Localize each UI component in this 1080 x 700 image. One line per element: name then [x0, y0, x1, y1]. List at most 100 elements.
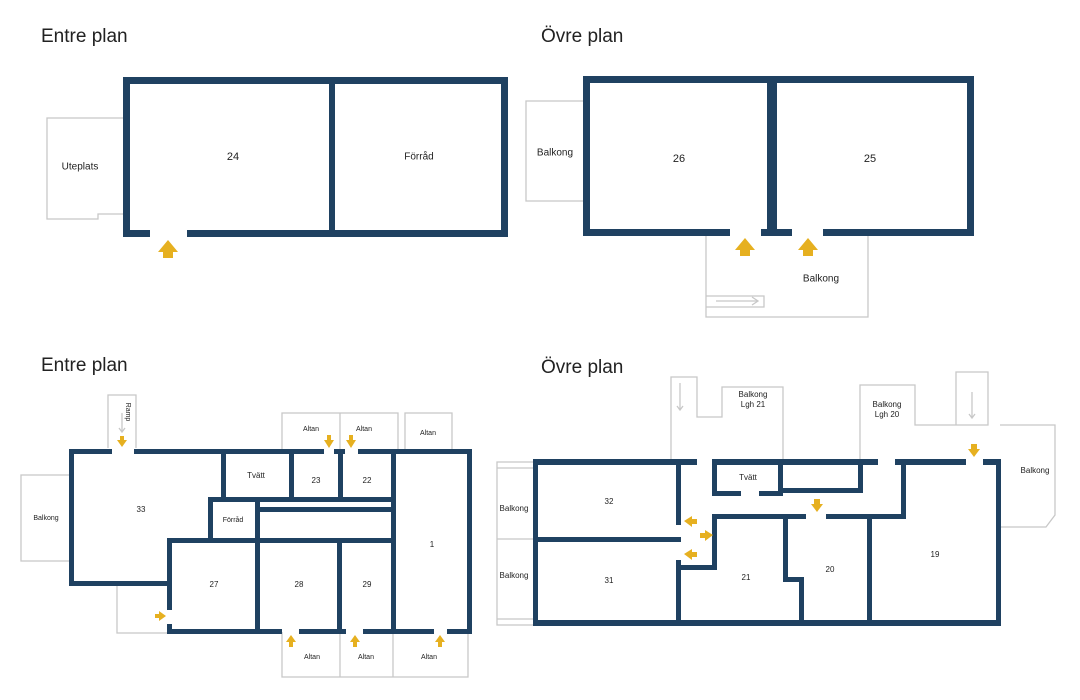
wall: [255, 497, 260, 634]
entrance-arrow: [684, 549, 697, 560]
entry-outline: [116, 584, 168, 634]
room-tvatt-label: Tvätt: [739, 473, 758, 482]
room-29-label: 29: [363, 580, 372, 589]
entrance-arrow: [798, 238, 818, 256]
wall: [363, 629, 434, 634]
room-tvatt-label: Tvätt: [247, 471, 266, 480]
entrance-arrow: [346, 435, 356, 448]
balkong-outline: [20, 474, 70, 562]
wall: [69, 581, 172, 586]
balkong-left-label: Balkong: [537, 148, 573, 159]
wall: [712, 459, 717, 495]
heading-ovre-plan-bottom: Övre plan: [541, 357, 624, 378]
altan-bottom-2-label: Altan: [358, 654, 374, 661]
plan-top-left: 24 Förråd Uteplats: [46, 77, 508, 258]
wall: [501, 77, 508, 237]
wall: [583, 229, 730, 236]
wall: [167, 538, 172, 610]
wall: [358, 449, 472, 454]
wall: [783, 514, 788, 581]
stair-arrow: [968, 392, 976, 420]
wall: [167, 629, 282, 634]
stair-arrow: [716, 296, 760, 306]
altan-bottom-1-label: Altan: [304, 654, 320, 661]
balkong-lgh21-outline: [670, 376, 784, 462]
wall: [712, 514, 717, 569]
altan-top-2-label: Altan: [356, 426, 372, 433]
room-24-label: 24: [227, 151, 239, 163]
entrance-arrow: [700, 530, 713, 541]
wall: [676, 459, 681, 525]
wall: [681, 565, 717, 570]
room-32-label: 32: [605, 497, 614, 506]
entrance-arrow: [350, 635, 360, 647]
wall: [826, 514, 906, 519]
room-26-label: 26: [673, 153, 685, 165]
wall: [583, 76, 590, 236]
wall: [391, 449, 396, 634]
balkong-right-label: Balkong: [1021, 466, 1050, 475]
wall: [583, 76, 974, 83]
room-23-label: 23: [312, 476, 321, 485]
balkong-lgh20-outline: [859, 371, 989, 462]
ramp-direction: [118, 413, 126, 434]
wall: [858, 459, 863, 493]
wall: [712, 514, 806, 519]
wall: [208, 497, 226, 502]
ramp-label: Ramp: [124, 403, 131, 422]
wall: [533, 459, 538, 625]
wall: [799, 577, 804, 623]
balkong-bottom-outline: [705, 236, 869, 318]
wall: [467, 449, 472, 634]
entrance-arrow: [158, 240, 178, 258]
wall: [767, 76, 777, 236]
wall: [337, 538, 342, 634]
wall: [778, 488, 863, 493]
entrance-arrow: [735, 238, 755, 256]
wall: [823, 229, 974, 236]
wall: [167, 538, 392, 543]
wall: [299, 629, 346, 634]
wall: [226, 497, 392, 502]
stair-outline: [706, 295, 765, 308]
entrance-arrow: [968, 444, 980, 457]
plan-bottom-left: Ramp Balkong 33 Tvätt 23 22 Förråd 27 28…: [20, 394, 472, 678]
wall: [901, 459, 906, 519]
wall: [69, 449, 112, 454]
wall: [538, 537, 681, 542]
balkong-lgh20-line2: Lgh 20: [875, 410, 900, 419]
entrance-arrow: [435, 635, 445, 647]
balkong-left-outlines: [496, 461, 534, 626]
altan-top-outlines: [281, 412, 453, 451]
wall: [867, 514, 872, 623]
room-31-label: 31: [605, 576, 614, 585]
wall: [208, 497, 213, 541]
wall: [761, 229, 792, 236]
room-27-label: 27: [210, 580, 219, 589]
altan-top-3-label: Altan: [420, 430, 436, 437]
room-forrad-label: Förråd: [223, 516, 244, 524]
entrance-arrow: [684, 516, 697, 527]
altan-bottom-3-label: Altan: [421, 654, 437, 661]
entrance-arrow: [117, 436, 127, 447]
wall: [338, 449, 343, 502]
entrance-arrow: [811, 499, 823, 512]
room-1-label: 1: [430, 540, 435, 549]
balkong-label: Balkong: [33, 515, 58, 522]
wall: [134, 449, 324, 454]
balkong-bottom-label: Balkong: [803, 274, 839, 285]
room-33-label: 33: [137, 505, 146, 514]
room-forrad-label: Förråd: [404, 151, 433, 163]
wall: [759, 491, 782, 496]
balkong-lgh20-line1: Balkong: [873, 400, 902, 409]
balkong-right-outline: [1000, 424, 1056, 528]
plan-top-right: 26 25 Balkong Balkong: [525, 76, 974, 318]
wall: [996, 459, 1001, 626]
wall: [533, 459, 697, 465]
heading-ovre-plan-top: Övre plan: [541, 26, 624, 47]
wall: [187, 230, 508, 237]
wall: [123, 230, 150, 237]
